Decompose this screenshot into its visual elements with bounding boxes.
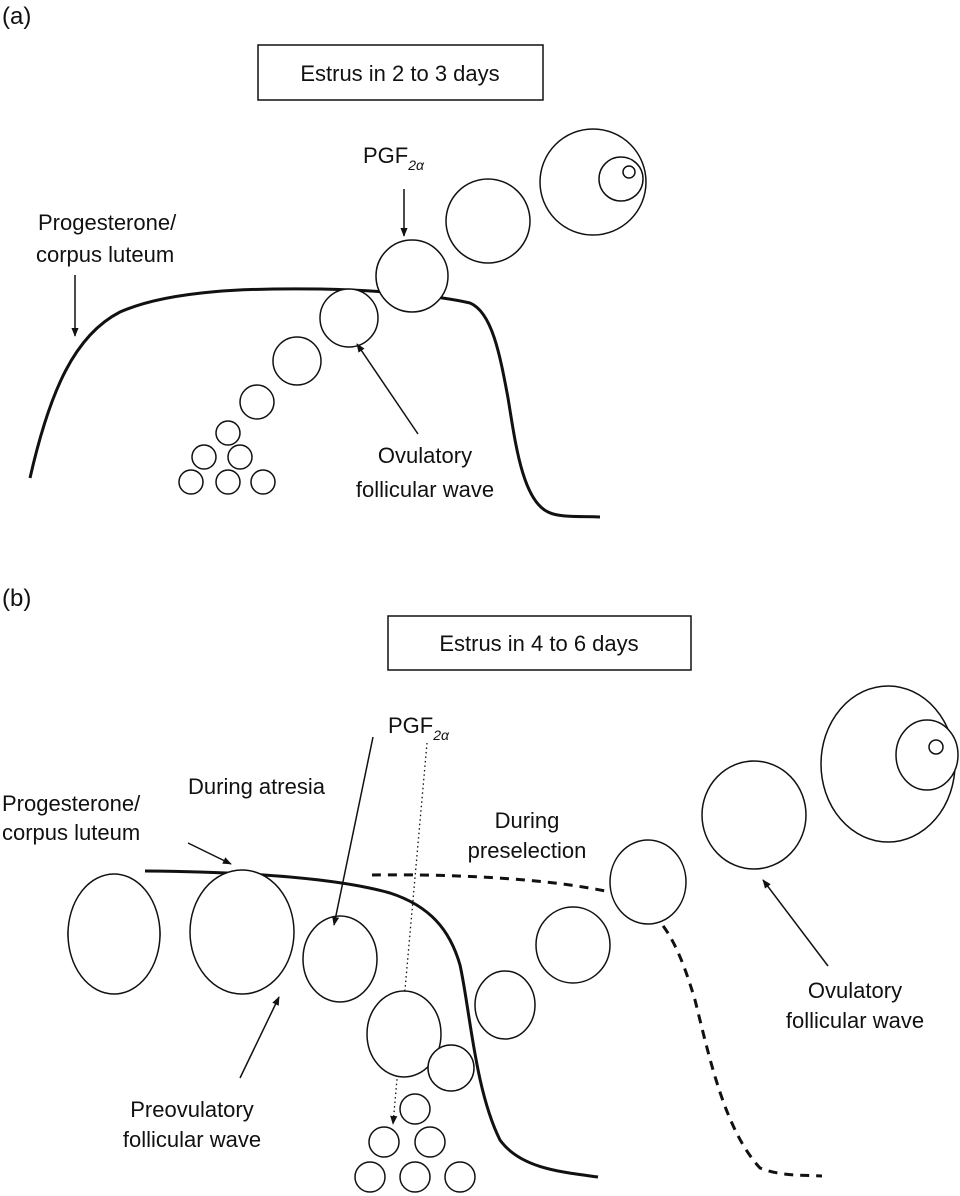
follicle: [414, 1126, 446, 1158]
panel-b-pgf-label: PGF2α: [388, 713, 450, 743]
follicle: [215, 469, 241, 495]
dominant-follicle: [539, 128, 647, 236]
panel-b-preselection-curve: [371, 873, 823, 1178]
follicle: [535, 906, 611, 984]
follicle: [427, 1044, 475, 1092]
follicle: [319, 288, 379, 348]
panel-b-atresia-label: During atresia: [188, 774, 326, 799]
panel-a-estrus-text: Estrus in 2 to 3 days: [300, 61, 499, 86]
panel-b-ovulatory-arrow: [762, 879, 829, 967]
panel-b: (b) Estrus in 4 to 6 days: [2, 585, 959, 1193]
oocyte: [622, 165, 636, 179]
panel-a-follicles: [178, 128, 647, 495]
panel-a-pgf-label: PGF2α: [363, 143, 425, 173]
dominant-follicle-inner: [895, 719, 959, 791]
follicle: [368, 1126, 400, 1158]
panel-b-pgf-dotted-arrow: [390, 742, 428, 1125]
atretic-follicle: [366, 990, 442, 1078]
follicle: [250, 469, 276, 495]
panel-b-preselection-line2: preselection: [468, 838, 587, 863]
dominant-follicle-inner: [598, 156, 644, 202]
preovulatory-follicle: [189, 869, 295, 995]
follicle: [399, 1093, 431, 1125]
panel-a-wave-arrow: [356, 343, 419, 435]
panel-b-ovulatory-line1: Ovulatory: [808, 978, 902, 1003]
follicle: [445, 178, 531, 264]
panel-b-preovulatory-line2: follicular wave: [123, 1127, 261, 1152]
panel-b-progesterone-arrow: [187, 842, 232, 865]
panel-b-estrus-box: [387, 615, 692, 671]
follicle: [272, 336, 322, 386]
preovulatory-follicle: [67, 873, 161, 995]
panel-b-follicles: [67, 685, 959, 1193]
panel-a-progesterone-line1: Progesterone/: [38, 210, 177, 235]
panel-b-tag: (b): [2, 585, 31, 612]
follicle: [375, 239, 449, 313]
follicle: [191, 444, 217, 470]
panel-b-preselection-line1: During: [495, 808, 560, 833]
follicle: [399, 1161, 431, 1193]
follicle: [444, 1161, 476, 1193]
panel-b-preovulatory-line1: Preovulatory: [130, 1097, 254, 1122]
panel-a-wave-line2: follicular wave: [356, 477, 494, 502]
panel-b-progesterone-curve: [144, 869, 599, 1179]
panel-a: (a) Estrus in 2 to 3 days PGF2α Progeste: [2, 3, 647, 519]
follicle: [609, 839, 687, 925]
oocyte: [928, 739, 944, 755]
panel-a-progesterone-line2: corpus luteum: [36, 242, 174, 267]
panel-b-pgf-solid-arrow: [332, 736, 374, 926]
panel-b-ovulatory-line2: follicular wave: [786, 1008, 924, 1033]
panel-b-progesterone-line2: corpus luteum: [2, 820, 140, 845]
follicle: [227, 444, 253, 470]
panel-a-wave-line1: Ovulatory: [378, 443, 472, 468]
follicle: [215, 420, 241, 446]
follicle: [239, 384, 275, 420]
follicle: [701, 760, 807, 870]
follicle: [354, 1161, 386, 1193]
atretic-follicle: [302, 915, 378, 1003]
panel-a-tag: (a): [2, 3, 31, 30]
follicle: [178, 469, 204, 495]
follicle: [474, 970, 536, 1040]
panel-a-progesterone-curve: [28, 287, 601, 519]
panel-a-estrus-box: [257, 44, 544, 101]
panel-b-estrus-text: Estrus in 4 to 6 days: [439, 631, 638, 656]
panel-b-progesterone-line1: Progesterone/: [2, 791, 141, 816]
panel-b-preovulatory-arrow: [239, 996, 280, 1079]
